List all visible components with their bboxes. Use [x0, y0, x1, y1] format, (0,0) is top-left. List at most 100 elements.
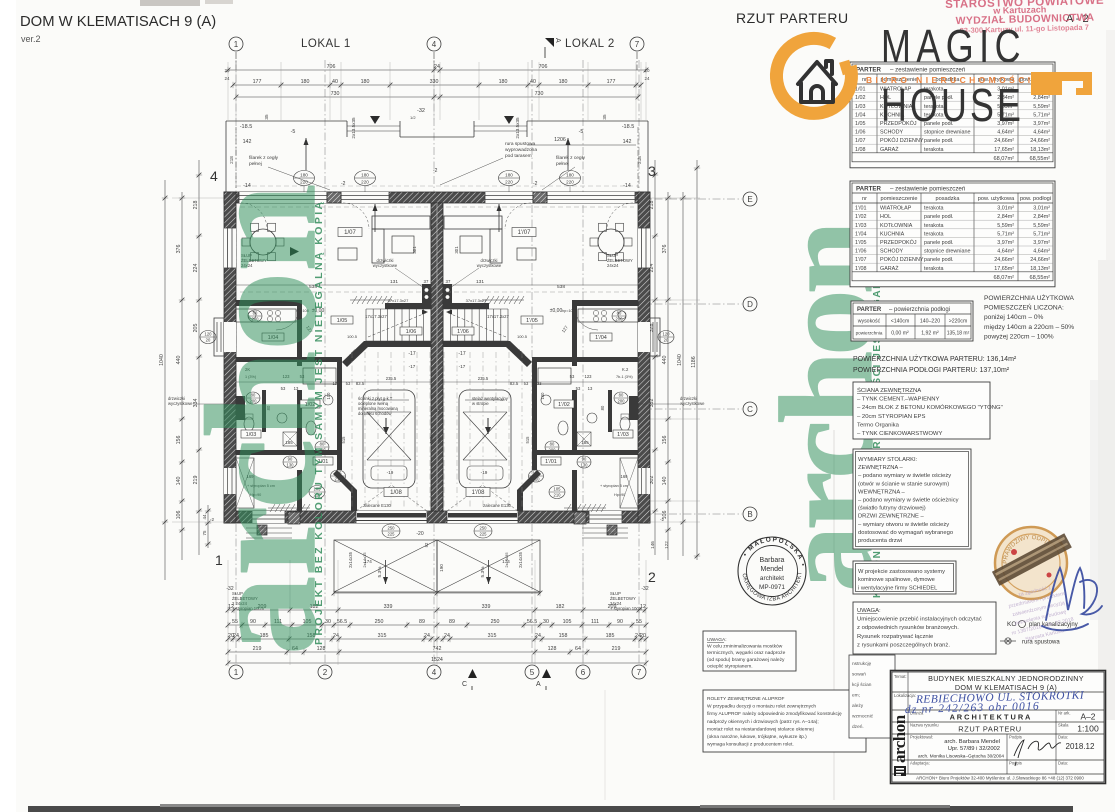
- svg-text:-17: -17: [434, 408, 441, 413]
- svg-text:PARTER: PARTER: [856, 67, 882, 74]
- svg-text:3,97m²: 3,97m²: [997, 240, 1014, 246]
- svg-text:>220cm: >220cm: [949, 319, 968, 325]
- svg-text:20: 20: [206, 338, 211, 343]
- svg-text:53: 53: [346, 381, 351, 386]
- svg-text:PRZEDPOKÓJ: PRZEDPOKÓJ: [880, 120, 917, 127]
- svg-text:0.36: 0.36: [596, 358, 605, 363]
- svg-text:architekt: architekt: [760, 575, 784, 582]
- svg-text:128: 128: [548, 646, 557, 652]
- svg-text:106: 106: [176, 511, 182, 520]
- svg-text:Barbara: Barbara: [760, 557, 785, 564]
- svg-text:1040: 1040: [159, 354, 165, 366]
- svg-text:WEWNĘTRZNA –: WEWNĘTRZNA –: [858, 489, 905, 495]
- svg-text:Podpis: Podpis: [1009, 735, 1022, 740]
- svg-text:200: 200: [319, 448, 327, 453]
- svg-text:219: 219: [193, 476, 199, 485]
- svg-text:ARCHON+ Biuro Projektów 32-4: ARCHON+ Biuro Projektów 32-400 Myślenice…: [916, 776, 1084, 781]
- svg-text:182: 182: [310, 604, 319, 610]
- svg-text:(światło futryny drzwiowej): (światło futryny drzwiowej): [858, 506, 926, 512]
- svg-text:80: 80: [600, 405, 605, 410]
- svg-text:ŻELBETOWY: ŻELBETOWY: [607, 258, 633, 263]
- svg-text:HOL: HOL: [880, 214, 891, 220]
- svg-text:ależy: ależy: [852, 703, 864, 709]
- svg-text:24: 24: [333, 633, 339, 639]
- svg-text:plan kanalizacyjny: plan kanalizacyjny: [1029, 622, 1078, 628]
- svg-text:terakota: terakota: [924, 231, 943, 237]
- svg-text:+ styropian 5 cm: + styropian 5 cm: [600, 484, 628, 488]
- svg-text:drzwiczki: drzwiczki: [168, 396, 185, 401]
- svg-text:UWAGA:: UWAGA:: [857, 608, 881, 614]
- svg-text:pow. użytkowa: pow. użytkowa: [978, 77, 1015, 83]
- svg-text:LOKAL 1: LOKAL 1: [301, 38, 351, 50]
- svg-text:20: 20: [224, 68, 230, 73]
- svg-text:dzeń.: dzeń.: [852, 724, 864, 730]
- svg-text:13: 13: [588, 386, 593, 391]
- svg-text:4,64m²: 4,64m²: [997, 249, 1014, 255]
- svg-text:302: 302: [649, 476, 655, 485]
- svg-text:W przypadku decyzji o montażu: W przypadku decyzji o montażu rolet zewn…: [707, 704, 816, 710]
- svg-text:– TYNK CIENKOWARSTWOWY: – TYNK CIENKOWARSTWOWY: [857, 431, 942, 437]
- svg-text:68,55m²: 68,55m²: [1029, 156, 1050, 162]
- svg-text:wzmocnić: wzmocnić: [852, 714, 874, 720]
- svg-text:250: 250: [375, 619, 384, 625]
- svg-text:nstrukcję: nstrukcję: [852, 661, 872, 667]
- svg-text:(otwór w ścianie w stanie suro: (otwór w ścianie w stanie surowym): [858, 481, 949, 487]
- svg-text:598: 598: [437, 436, 442, 444]
- svg-text:156: 156: [662, 436, 668, 445]
- svg-text:-19: -19: [387, 470, 394, 475]
- svg-text:1'/02: 1'/02: [855, 214, 867, 220]
- svg-text:105: 105: [554, 487, 562, 492]
- svg-text:122: 122: [664, 541, 669, 549]
- svg-text:235.5: 235.5: [478, 376, 489, 381]
- svg-text:1/03: 1/03: [855, 104, 866, 110]
- svg-text:5,71m²: 5,71m²: [1033, 231, 1050, 237]
- svg-text:5.3%: 5.3%: [480, 566, 486, 578]
- svg-text:K.2: K.2: [622, 367, 629, 372]
- svg-text:ŻELBETOWY: ŻELBETOWY: [232, 596, 258, 601]
- svg-text:90: 90: [250, 619, 256, 625]
- svg-text:SŁUP: SŁUP: [232, 591, 243, 596]
- svg-text:wyczystkowe: wyczystkowe: [477, 263, 502, 268]
- svg-text:Lokalizacja:: Lokalizacja:: [894, 693, 916, 698]
- svg-text:17x17.3x27: 17x17.3x27: [487, 314, 509, 319]
- svg-text:7: 7: [635, 40, 640, 49]
- svg-text:HOL: HOL: [880, 95, 891, 101]
- svg-text:440: 440: [176, 356, 182, 365]
- svg-text:WYDZIAŁ BUDOWNICTWA: WYDZIAŁ BUDOWNICTWA: [956, 12, 1095, 28]
- svg-text:250: 250: [480, 526, 488, 531]
- svg-text:24,66m²: 24,66m²: [1030, 257, 1050, 263]
- svg-text:2: 2: [648, 569, 656, 585]
- svg-text:1/01: 1/01: [318, 459, 329, 465]
- svg-text:1/02: 1/02: [855, 95, 866, 101]
- svg-text:WIATROŁAP: WIATROŁAP: [880, 206, 912, 212]
- svg-text:1/05: 1/05: [855, 121, 866, 127]
- svg-text:5,59m²: 5,59m²: [997, 104, 1014, 110]
- svg-text:185: 185: [260, 633, 269, 639]
- svg-text:339: 339: [482, 604, 491, 610]
- svg-text:HOUSE: HOUSE: [881, 79, 1024, 131]
- svg-text:W projekcie zastosowano system: W projekcie zastosowano systemy: [858, 569, 945, 575]
- svg-text:-14: -14: [623, 183, 631, 189]
- svg-text:315: 315: [378, 633, 387, 639]
- svg-text:35: 35: [264, 114, 269, 120]
- svg-text:220: 220: [566, 180, 574, 185]
- svg-text:pełnej: pełnej: [249, 161, 262, 167]
- svg-text:250: 250: [491, 619, 500, 625]
- svg-text:-14: -14: [243, 183, 251, 189]
- svg-text:nr: nr: [862, 77, 867, 83]
- svg-text:sowań: sowań: [852, 672, 866, 678]
- svg-text:1'/04: 1'/04: [855, 231, 867, 237]
- svg-text:1/08: 1/08: [390, 490, 402, 496]
- svg-text:Adaptacja:: Adaptacja:: [910, 761, 930, 766]
- svg-text:do bloku schodów: do bloku schodów: [358, 411, 392, 416]
- svg-text:Projektował:: Projektował:: [910, 735, 933, 740]
- svg-text:1'/07: 1'/07: [518, 230, 531, 236]
- svg-text:kcji ścian: kcji ścian: [852, 682, 872, 688]
- svg-text:2,84m²: 2,84m²: [997, 95, 1014, 101]
- svg-text:Hp=90: Hp=90: [614, 493, 625, 497]
- svg-text:706: 706: [539, 64, 548, 70]
- svg-text:Mendel: Mendel: [761, 566, 784, 573]
- svg-text:730: 730: [331, 91, 340, 97]
- svg-text:1'/05: 1'/05: [526, 318, 538, 324]
- svg-text:KUCHNIA: KUCHNIA: [880, 231, 905, 237]
